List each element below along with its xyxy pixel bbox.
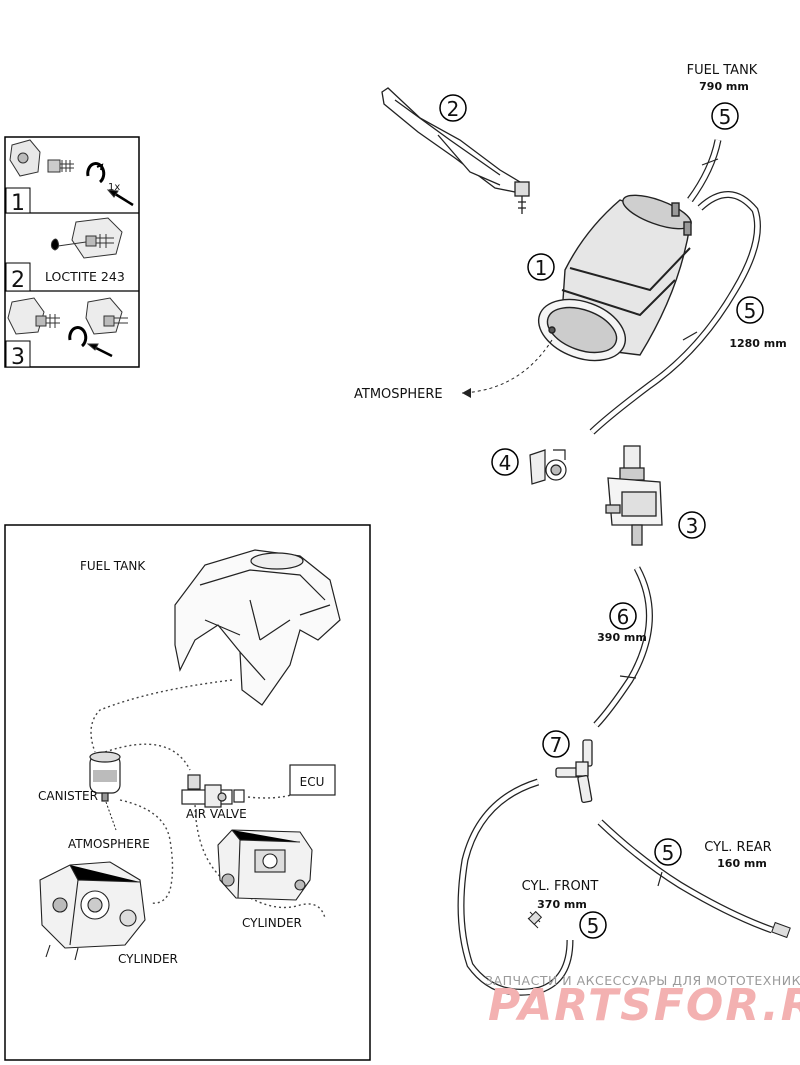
callout-5b-text: 5 — [744, 299, 757, 323]
system-schematic-panel: FUEL TANK CANISTER ATMOSPHERE AIR VAL — [4, 524, 371, 1061]
cyl-rear-length: 160 mm — [717, 857, 767, 870]
schematic-ecu-label: ECU — [300, 775, 325, 789]
callout-5-rear: 5 — [654, 838, 682, 866]
cyl-rear-label: CYL. REAR — [704, 840, 771, 855]
atmosphere-arrow — [461, 339, 553, 394]
schematic-canister — [89, 751, 121, 802]
part-3-air-valve — [605, 445, 663, 546]
callout-6: 6 — [609, 602, 637, 630]
schematic-ecu-box — [289, 764, 336, 796]
step-3-number: 3 — [11, 345, 25, 370]
schematic-cylinder-left — [39, 861, 146, 961]
schematic-fuel-tank-label: FUEL TANK — [80, 559, 146, 573]
step-2-number: 2 — [11, 268, 25, 293]
part-rear-fitting — [771, 921, 791, 939]
part-7-y-connector — [555, 739, 593, 804]
callout-5-front: 5 — [579, 911, 607, 939]
hose-1280mm — [589, 191, 761, 435]
schematic-cylinder-right-label: CYLINDER — [242, 916, 302, 930]
hose-390mm — [593, 566, 653, 728]
callout-3: 3 — [678, 511, 706, 539]
fuel-tank-length: 790 mm — [699, 80, 749, 93]
schematic-cylinder-right — [217, 829, 313, 901]
part-2-bracket — [381, 87, 530, 214]
hose-160mm — [597, 819, 774, 934]
callout-6-text: 6 — [617, 605, 630, 629]
part-1-canister — [537, 194, 692, 362]
step-1-note: 1x — [108, 182, 120, 193]
length-390: 390 mm — [597, 631, 647, 644]
step-2-note: LOCTITE 243 — [45, 269, 125, 284]
callout-2: 2 — [439, 94, 467, 122]
atmosphere-label: ATMOSPHERE — [354, 387, 443, 402]
callout-2-text: 2 — [447, 97, 460, 121]
step-3-illustration — [7, 297, 128, 358]
schematic-air-valve — [181, 774, 245, 808]
assembly-steps-panel: 1 2 3 1x LOCTITE 243 — [4, 136, 140, 370]
callout-3-text: 3 — [686, 514, 699, 538]
length-1280: 1280 mm — [729, 337, 786, 350]
callout-5-1280: 5 — [736, 296, 764, 324]
part-4-clip — [529, 449, 567, 485]
callout-4: 4 — [491, 448, 519, 476]
callout-4-text: 4 — [499, 451, 512, 475]
callout-5a-text: 5 — [719, 105, 732, 129]
callout-1: 1 — [527, 253, 555, 281]
schematic-fuel-tank — [174, 549, 341, 706]
watermark-brand: PARTSFOR.RU — [488, 980, 800, 1031]
schematic-hoses — [90, 679, 326, 919]
schematic-canister-label: CANISTER — [38, 789, 98, 803]
part-front-fitting — [527, 910, 543, 929]
step-1-number: 1 — [11, 191, 25, 216]
callout-5d-text: 5 — [587, 914, 600, 938]
step-1-illustration — [9, 139, 134, 207]
schematic-air-valve-label: AIR VALVE — [186, 807, 247, 821]
schematic-atmosphere-label: ATMOSPHERE — [68, 837, 150, 851]
hose-front-long — [457, 778, 574, 996]
callout-5c-text: 5 — [662, 841, 675, 865]
callout-7-text: 7 — [550, 733, 563, 757]
schematic-cylinder-left-label: CYLINDER — [118, 952, 178, 966]
fuel-tank-label: FUEL TANK — [687, 63, 758, 78]
watermark-tagline: ЗАПЧАСТИ И АКСЕССУАРЫ ДЛЯ МОТОТЕХНИКИ — [485, 973, 800, 988]
callout-1-text: 1 — [535, 256, 548, 280]
callout-5-fuel-tank: 5 — [711, 102, 739, 130]
cyl-front-label: CYL. FRONT — [522, 879, 599, 894]
callout-7: 7 — [542, 730, 570, 758]
hose-790mm — [687, 139, 722, 203]
step-2-illustration — [50, 217, 123, 259]
cyl-front-length: 370 mm — [537, 898, 587, 911]
